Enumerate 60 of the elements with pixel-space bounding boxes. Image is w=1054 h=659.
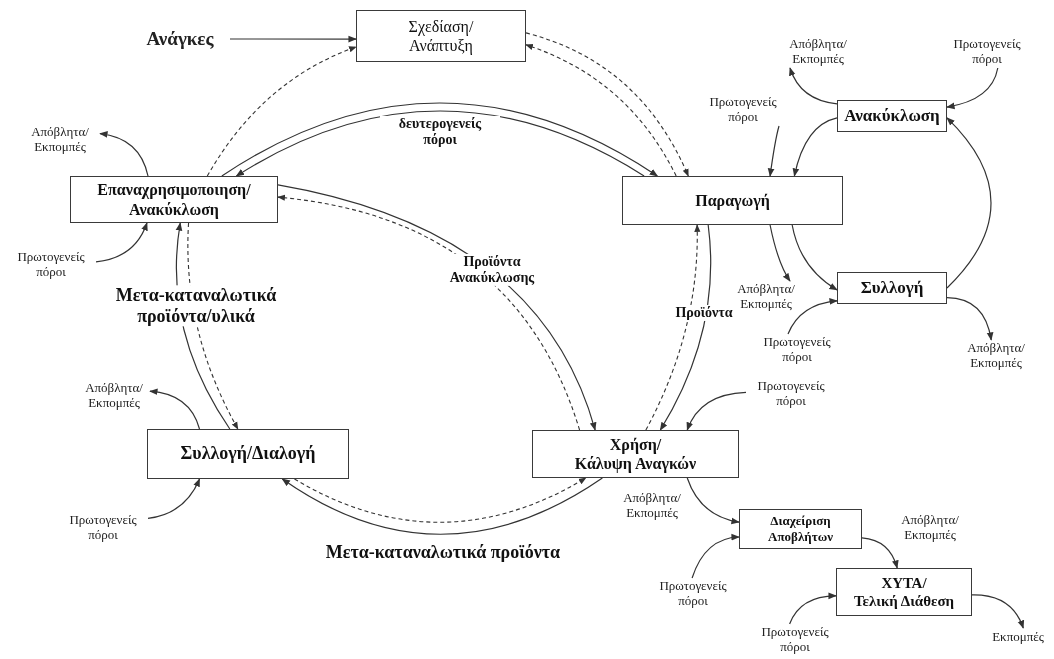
dashed-arrow [206,46,357,177]
annotation-text: Πρωτογενείς πόροι [752,334,842,366]
annotation-text: Πρωτογενείς πόροι [746,378,836,410]
box-label: Επαναχρησιμοποιηση/ Ανακύκλωση [97,180,251,219]
arrow [946,117,992,289]
arrow [686,477,740,524]
arrow [946,67,999,109]
process-box [147,429,349,479]
box-label: Διαχείριση Αποβλήτων [767,513,834,545]
process-box [532,430,739,478]
annotation-text: Πρωτογενείς πόροι [648,578,738,610]
arrow [767,125,780,177]
process-box [837,272,947,304]
annotation-text: Πρωτογενείς πόροι [750,624,840,656]
arrow [229,35,357,43]
process-box [356,10,526,62]
box-label: ΧΥΤΑ/ Τελική Διάθεση [853,574,955,610]
arrow [147,478,201,519]
arrow [281,477,603,535]
dashed-arrow [293,477,587,523]
arrow [787,298,838,335]
process-box [739,509,862,549]
annotation-text: Απόβλητα/ Εκπομπές [956,340,1036,372]
box-label: Συλλογή/Διαλογή [180,443,316,465]
arrow [99,131,149,177]
arrow [789,67,838,105]
annotation-text: Πρωτογενείς πόροι [58,512,148,544]
arrow [789,592,837,625]
arrow [686,391,747,431]
arrow [659,224,712,431]
arrow [791,224,838,291]
process-box [837,100,947,132]
process-box [70,176,278,223]
arrow [946,297,994,341]
annotation-text: Πρωτογενείς πόροι [698,94,788,126]
arrow [149,388,201,430]
box-label: Παραγωγή [695,190,770,211]
arrow [235,110,645,177]
annotation-text: Ανάγκες [130,26,230,52]
dashed-arrow [645,224,701,431]
arrow [769,224,791,282]
box-label: Συλλογή [860,277,924,299]
box-label: Χρήση/ Κάλυψη Αναγκών [574,434,697,474]
arrow [221,102,659,177]
process-box [836,568,972,616]
arrow [95,222,148,263]
box-label: Σχεδίαση/ Ανάπτυξη [408,16,474,56]
arrow [971,594,1024,629]
annotation-text: Πρωτογενείς πόροι [6,249,96,281]
annotation-text: Απόβλητα/ Εκπομπές [778,36,858,68]
annotation-text: Εκπομπές [985,628,1051,646]
annotation-text: Απόβλητα/ Εκπομπές [20,124,100,156]
edge-label: δευτερογενείς πόροι [380,115,500,149]
arrow [691,534,740,579]
process-box [622,176,843,225]
arrow [792,117,838,177]
box-label: Ανακύκλωση [844,105,940,127]
annotation-text: Απόβλητα/ Εκπομπές [74,380,154,412]
annotation-text: Πρωτογενείς πόροι [942,36,1032,68]
arrow [861,537,899,569]
